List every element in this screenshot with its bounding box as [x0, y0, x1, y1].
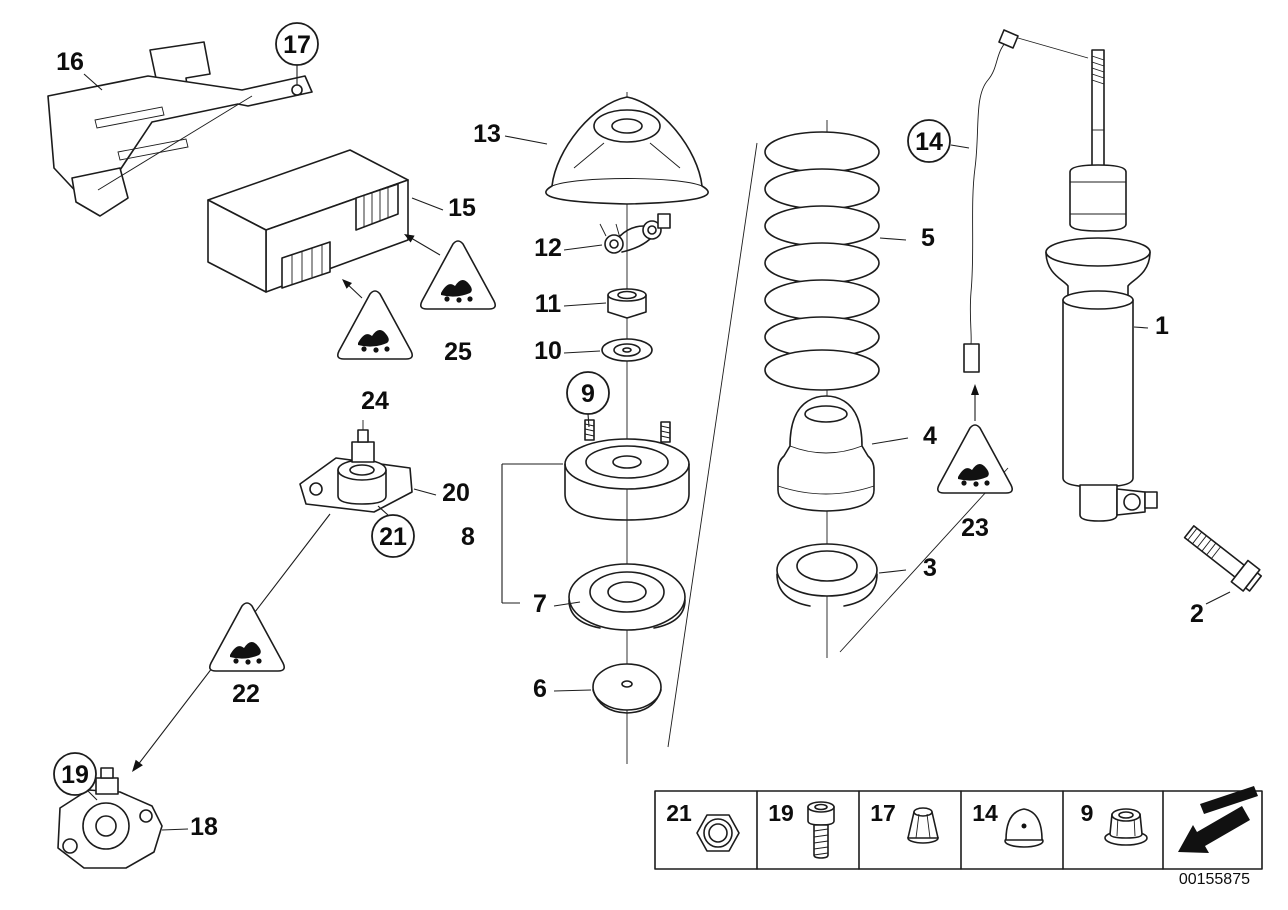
doc-number: 00155875 — [1179, 871, 1250, 888]
callout-14: 14 — [915, 128, 943, 156]
callout-6[interactable]: 6 — [533, 675, 547, 703]
callout-9-circled[interactable]: 9 — [566, 371, 610, 415]
callout-19: 19 — [61, 761, 89, 789]
callout-24[interactable]: 24 — [361, 387, 389, 415]
flange-lock-nut-icon — [1104, 808, 1148, 846]
callout-15[interactable]: 15 — [448, 194, 476, 222]
legend-number-21: 21 — [666, 800, 692, 826]
cap-nut-icon — [907, 807, 939, 844]
legend-item-19[interactable]: 19 — [768, 800, 835, 859]
callout-25[interactable]: 25 — [444, 338, 472, 366]
callout-12[interactable]: 12 — [534, 234, 562, 262]
spring-seat-part-7 — [568, 563, 686, 631]
callout-22[interactable]: 22 — [232, 680, 260, 708]
legend-item-21[interactable]: 21 — [666, 800, 740, 852]
callout-20[interactable]: 20 — [442, 479, 470, 507]
callout-9: 9 — [581, 380, 595, 408]
legend-item-arrow[interactable] — [1178, 786, 1258, 853]
callout-14-circled[interactable]: 14 — [907, 119, 951, 163]
callout-19-circled[interactable]: 19 — [53, 752, 97, 796]
warning-arrows — [342, 234, 979, 421]
push-cap-icon — [1004, 808, 1044, 848]
cap-part-6 — [592, 663, 662, 714]
bump-stop-part-4 — [777, 395, 875, 512]
callout-1[interactable]: 1 — [1155, 312, 1169, 340]
strut-mount-part-13 — [545, 96, 709, 205]
coil-spring-part-5 — [764, 131, 880, 391]
callout-13[interactable]: 13 — [473, 120, 501, 148]
legend-number-9: 9 — [1081, 800, 1094, 826]
shock-absorber-part-1 — [1045, 49, 1158, 522]
mounting-bracket-part-16 — [47, 41, 313, 217]
callout-21-circled[interactable]: 21 — [371, 514, 415, 558]
retaining-clamp-part-12 — [599, 213, 671, 254]
legend-number-19: 19 — [768, 800, 794, 826]
warning-triangle-25 — [419, 240, 497, 310]
washer-part-10 — [601, 338, 653, 362]
leader-lines — [83, 65, 1231, 831]
callout-18[interactable]: 18 — [190, 813, 218, 841]
callout-17-circled[interactable]: 17 — [275, 22, 319, 66]
nut-part-11 — [607, 288, 647, 319]
warning-triangle-24 — [336, 290, 414, 360]
warning-triangle-23 — [936, 424, 1014, 494]
hex-nut-icon — [696, 814, 740, 852]
callout-21: 21 — [379, 523, 407, 551]
sensor-part-18 — [57, 767, 163, 869]
spring-pad-part-3 — [776, 543, 878, 607]
callout-2[interactable]: 2 — [1190, 600, 1204, 628]
callout-labels: 16 13 15 12 11 10 5 4 3 1 2 20 8 7 6 18 … — [56, 48, 1204, 841]
callout-23[interactable]: 23 — [961, 514, 989, 542]
holder-part-20 — [299, 420, 413, 513]
warning-triangle-22 — [208, 602, 286, 672]
socket-head-screw-icon — [807, 801, 835, 859]
callout-11[interactable]: 11 — [535, 290, 562, 318]
callout-7[interactable]: 7 — [533, 590, 547, 618]
bolt-part-2 — [1183, 525, 1263, 592]
legend-item-14[interactable]: 14 — [972, 800, 1044, 848]
support-bearing-part-8 — [564, 419, 690, 521]
control-module-part-15 — [207, 149, 409, 293]
callout-16[interactable]: 16 — [56, 48, 84, 76]
callout-5[interactable]: 5 — [921, 224, 935, 252]
legend-item-17[interactable]: 17 — [870, 800, 939, 844]
legend-number-17: 17 — [870, 800, 896, 826]
callout-17: 17 — [283, 31, 311, 59]
legend-number-14: 14 — [972, 800, 998, 826]
callout-4[interactable]: 4 — [923, 422, 937, 450]
direction-arrow-icon — [1178, 786, 1258, 853]
legend-strip: 21 19 17 — [654, 786, 1263, 870]
legend-item-9[interactable]: 9 — [1081, 800, 1148, 846]
callout-10[interactable]: 10 — [534, 337, 562, 365]
callout-3[interactable]: 3 — [923, 554, 937, 582]
callout-8[interactable]: 8 — [461, 523, 475, 551]
sensor-cable-part-14 — [963, 29, 1089, 373]
